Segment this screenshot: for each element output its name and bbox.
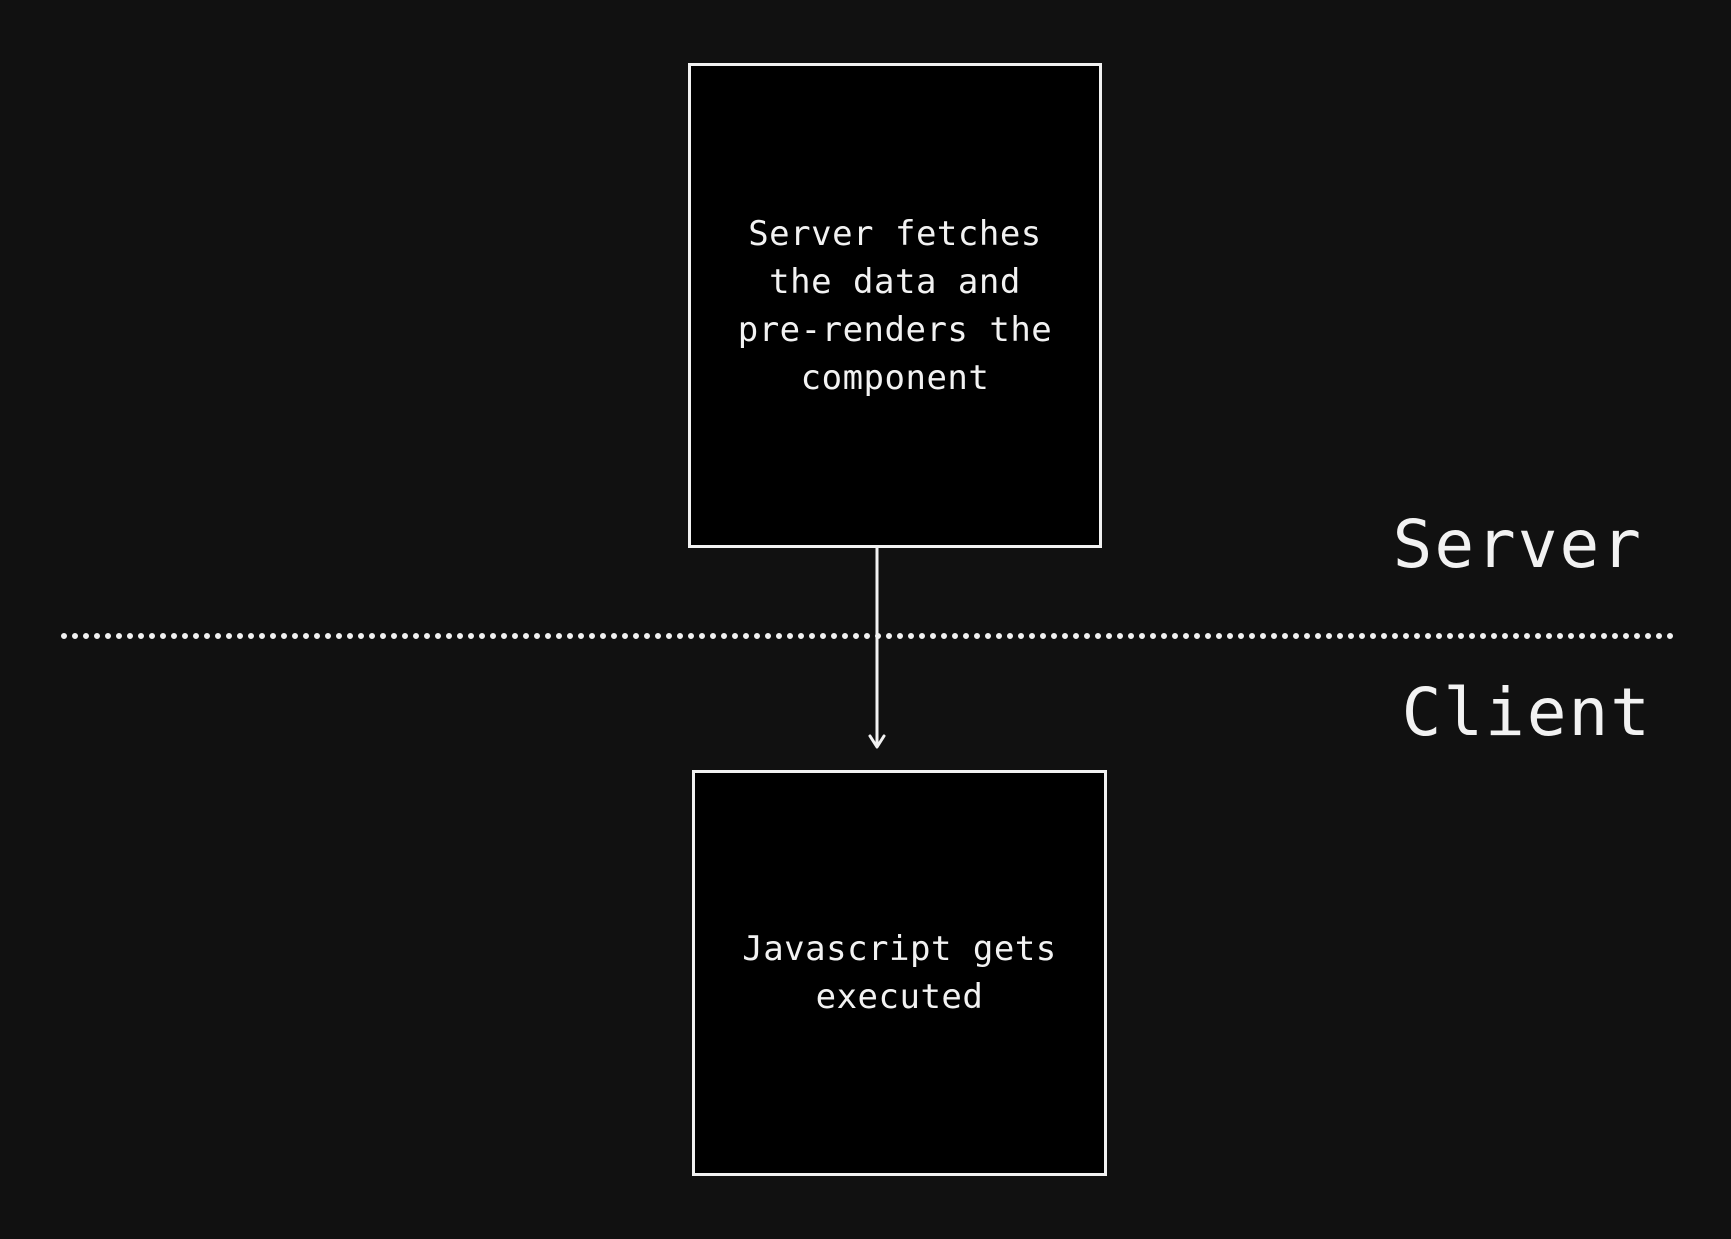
client-step-text: Javascript gets executed bbox=[742, 929, 1057, 1017]
flow-arrow-head bbox=[868, 734, 886, 749]
zone-label-client: Client bbox=[1401, 674, 1652, 751]
server-step-text: Server fetches the data and pre-renders … bbox=[737, 213, 1053, 398]
client-step-box: Javascript gets executed bbox=[692, 770, 1107, 1176]
server-step-box: Server fetches the data and pre-renders … bbox=[688, 63, 1102, 548]
zone-label-server: Server bbox=[1392, 506, 1643, 583]
